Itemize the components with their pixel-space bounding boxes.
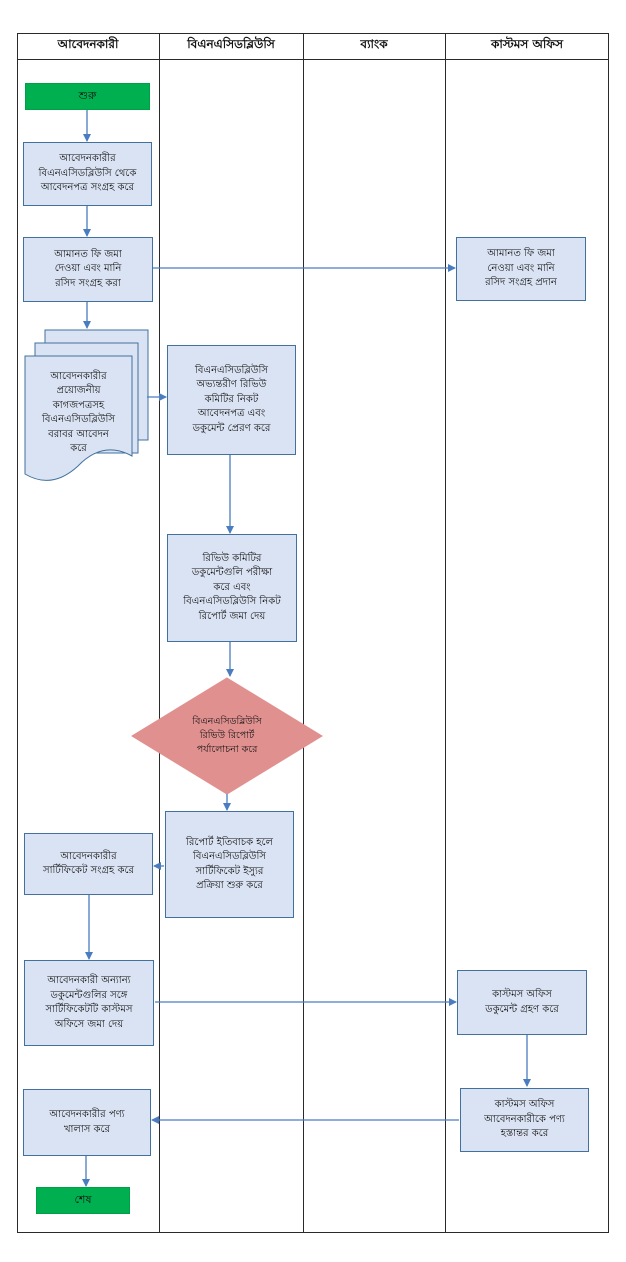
lane-header-customs: কাস্টমস অফিস — [490, 37, 564, 51]
lane-header-applicant: আবেদনকারী — [57, 37, 119, 51]
start-terminal: শুরু — [25, 83, 150, 110]
step-pay-fee: আমানত ফি জমা দেওয়া এবং মানি রসিদ সংগ্রহ… — [23, 237, 153, 302]
step-send-review: বিএনএসিডব্লিউসি অভ্যন্তরীণ রিভিউ কমিটির … — [167, 345, 296, 455]
lane-divider — [159, 33, 160, 1233]
step-release-goods: আবেদনকারীর পণ্য খালাস করে — [23, 1089, 151, 1156]
lane-header-bank: ব্যাংক — [360, 37, 388, 51]
lane-header-bnacwc: বিএনএসিডব্লিউসি — [187, 37, 275, 51]
end-terminal: শেষ — [36, 1187, 130, 1214]
step-submit-to-customs: আবেদনকারী অন্যান্য ডকুমেন্টগুলির সঙ্গে স… — [24, 960, 154, 1046]
step-collect-form: আবেদনকারীর বিএনএসিডব্লিউসি থেকে আবেদনপত্… — [23, 142, 152, 206]
step-review-committee: রিভিউ কমিটির ডকুমেন্টগুলি পরীক্ষা করে এব… — [167, 534, 297, 642]
lane-divider — [445, 33, 446, 1233]
lane-divider — [303, 33, 304, 1233]
lane-header-divider — [17, 59, 609, 60]
swimlane-frame — [17, 33, 609, 1233]
step-customs-handover: কাস্টমস অফিস আবেদনকারীকে পণ্য হস্তান্তর … — [460, 1088, 589, 1152]
step-receive-fee: আমানত ফি জমা নেওয়া এবং মানি রসিদ সংগ্রহ… — [456, 237, 586, 301]
multi-document-shape — [24, 329, 149, 481]
step-customs-receive: কাস্টমস অফিস ডকুমেন্ট গ্রহণ করে — [457, 970, 587, 1035]
step-issue-process: রিপোর্ট ইতিবাচক হলে বিএনএসিডব্লিউসি সার্… — [165, 811, 294, 918]
step-apply-docs: আবেদনকারীর প্রয়োজনীয় কাগজপত্রসহ বিএনএস… — [42, 370, 115, 455]
step-collect-certificate: আবেদনকারীর সার্টিফিকেট সংগ্রহ করে — [24, 833, 153, 895]
decision-review-report: বিএনএসিডব্লিউসি রিভিউ রিপোর্ট পর্যালোচনা… — [192, 716, 262, 755]
